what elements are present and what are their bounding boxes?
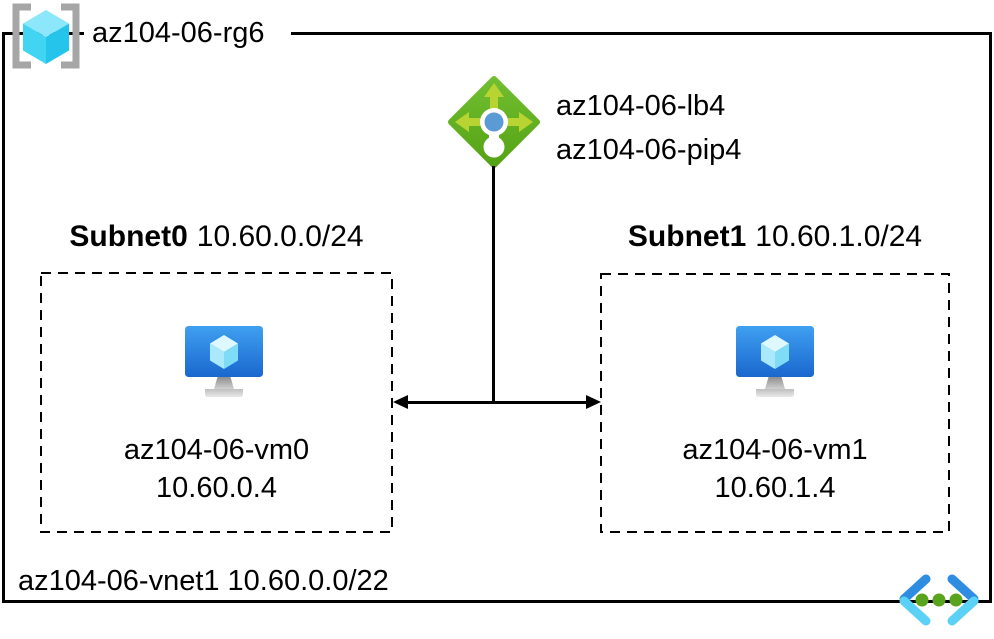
- subnet1-box: [600, 273, 950, 533]
- vm0-name: az104-06-vm0: [123, 434, 310, 466]
- vm0-icon: [185, 326, 263, 397]
- load-balancer-labels: az104-06-lb4 az104-06-pip4: [556, 84, 741, 172]
- subnet0-cidr: 10.60.0.0/24: [196, 220, 364, 253]
- vm1-name: az104-06-vm1: [682, 434, 868, 466]
- load-balancer-name: az104-06-lb4: [556, 90, 726, 122]
- vm1-ip: 10.60.1.4: [714, 472, 836, 504]
- arrowhead-left-icon: [393, 395, 408, 409]
- vm1-label: az104-06-vm1 10.60.1.4: [600, 431, 950, 507]
- subnet0-box: [40, 272, 393, 533]
- vm0-ip: 10.60.0.4: [156, 472, 277, 504]
- public-ip-name: az104-06-pip4: [556, 134, 742, 166]
- lb-connector-line: [492, 166, 495, 403]
- vm1-icon: [736, 326, 814, 397]
- resource-group-name: az104-06-rg6: [92, 16, 265, 49]
- resource-group-icon: [12, 3, 80, 69]
- subnet1-name: Subnet1: [627, 220, 747, 253]
- vnet-cidr: 10.60.0.0/22: [227, 565, 389, 597]
- subnet-arrow-shaft: [406, 401, 588, 404]
- subnet0-name: Subnet0: [69, 220, 188, 253]
- load-balancer-icon: [448, 76, 540, 168]
- subnet1-cidr: 10.60.1.0/24: [755, 220, 923, 253]
- arrowhead-right-icon: [586, 395, 601, 409]
- vnet-name: az104-06-vnet1: [18, 565, 220, 597]
- virtual-network-icon: [899, 574, 979, 626]
- resource-group-label: az104-06-rg6: [84, 12, 291, 54]
- resource-group-box: [2, 32, 992, 603]
- vm0-label: az104-06-vm0 10.60.0.4: [40, 431, 393, 507]
